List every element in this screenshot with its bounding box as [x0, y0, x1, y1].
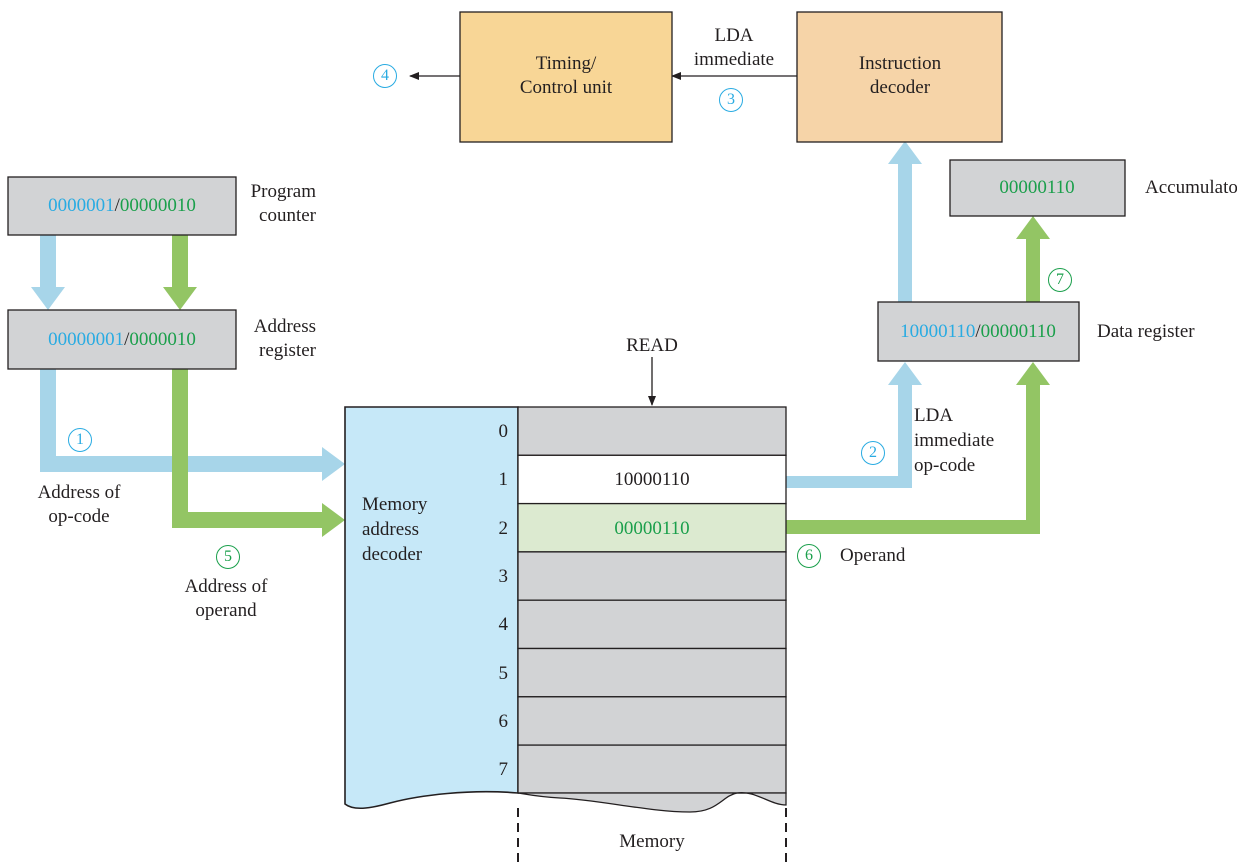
blue-path-pc-to-ar: [31, 235, 65, 310]
memory-cell-2: [517, 502, 787, 553]
step-1-marker: 1: [68, 428, 92, 452]
program-counter-separator: /: [114, 195, 120, 216]
memory-address-2: 2: [498, 517, 509, 539]
program-counter-value-green: 00000010: [119, 195, 196, 216]
blue-path-ar-to-memory: [40, 369, 345, 481]
memory-cell-5: [517, 647, 787, 698]
address-register-separator: /: [124, 329, 130, 350]
address-register-value: 00000001/0000010: [48, 328, 196, 352]
data-register-separator: /: [975, 321, 981, 342]
memory-content-2: 00000110: [614, 517, 690, 539]
blue-path-memory-to-data-register: [786, 362, 922, 488]
operand-label: Operand: [840, 545, 906, 566]
program-counter-value-blue: 0000001: [48, 195, 115, 216]
program-counter-box: [7, 176, 237, 236]
memory-label: Memory: [619, 831, 685, 852]
lda-immediate-top-label: LDA immediate: [693, 25, 775, 70]
memory-address-0: 0: [498, 421, 509, 442]
memory-address-6: 6: [498, 710, 509, 732]
memory-cell-6: [517, 696, 787, 746]
step-6-marker: 6: [797, 544, 821, 568]
step-5-marker: 5: [216, 545, 240, 569]
memory-address-decoder-label: Memory address decoder: [362, 494, 428, 565]
memory-cell-4: [517, 599, 787, 650]
step-7-marker: 7: [1048, 268, 1072, 292]
address-of-operand-label: Address of operand: [184, 576, 268, 621]
memory-content-1: 10000110: [614, 469, 690, 491]
memory-cell-0: [517, 406, 787, 456]
green-path-pc-to-ar: [163, 235, 197, 310]
address-register-box: [7, 309, 237, 370]
green-path-data-register-to-accumulator: [1016, 216, 1050, 302]
program-counter-value: 0000001/00000010: [48, 194, 196, 218]
accumulator-box: [949, 159, 1126, 217]
memory-torn-edge: [517, 792, 787, 813]
memory-address-7: 7: [498, 759, 509, 781]
step-4-marker: 4: [373, 64, 397, 88]
timing-control-unit-box: [459, 11, 673, 143]
address-register-value-blue: 00000001: [48, 329, 125, 350]
address-of-opcode-label: Address of op-code: [37, 482, 121, 527]
lda-immediate-opcode-label: LDA immediate op-code: [914, 405, 995, 476]
timing-control-unit-label: Timing/ Control unit: [519, 53, 613, 98]
memory-cell-7: [517, 744, 787, 794]
read-label: READ: [626, 335, 678, 356]
blue-path-data-register-to-decoder: [888, 141, 922, 302]
memory-address-3: 3: [498, 565, 509, 587]
data-register-value-blue: 10000110: [900, 321, 976, 342]
memory-cell-3: [517, 551, 787, 601]
address-register-label: Address register: [253, 316, 316, 361]
step-3-marker: 3: [719, 88, 743, 112]
data-register-box: [877, 301, 1080, 362]
memory-address-decoder-shape: [344, 406, 519, 810]
accumulator-value: 00000110: [999, 177, 1075, 198]
data-register-label: Data register: [1097, 321, 1195, 342]
step-2-marker: 2: [861, 441, 885, 465]
green-path-memory-to-data-register: [786, 362, 1050, 534]
instruction-decoder-box: [796, 11, 1003, 143]
memory-address-1: 1: [498, 469, 509, 491]
program-counter-label: Program counter: [250, 181, 316, 226]
data-register-value: 10000110/00000110: [900, 320, 1056, 344]
data-register-value-green: 00000110: [980, 321, 1056, 342]
green-path-ar-to-memory: [172, 369, 345, 537]
memory-address-4: 4: [498, 614, 509, 636]
memory-array: [517, 406, 787, 794]
memory-address-5: 5: [498, 662, 509, 684]
accumulator-label: Accumulator: [1145, 177, 1237, 198]
instruction-decoder-label: Instruction decoder: [858, 53, 942, 98]
address-register-value-green: 0000010: [129, 329, 196, 350]
